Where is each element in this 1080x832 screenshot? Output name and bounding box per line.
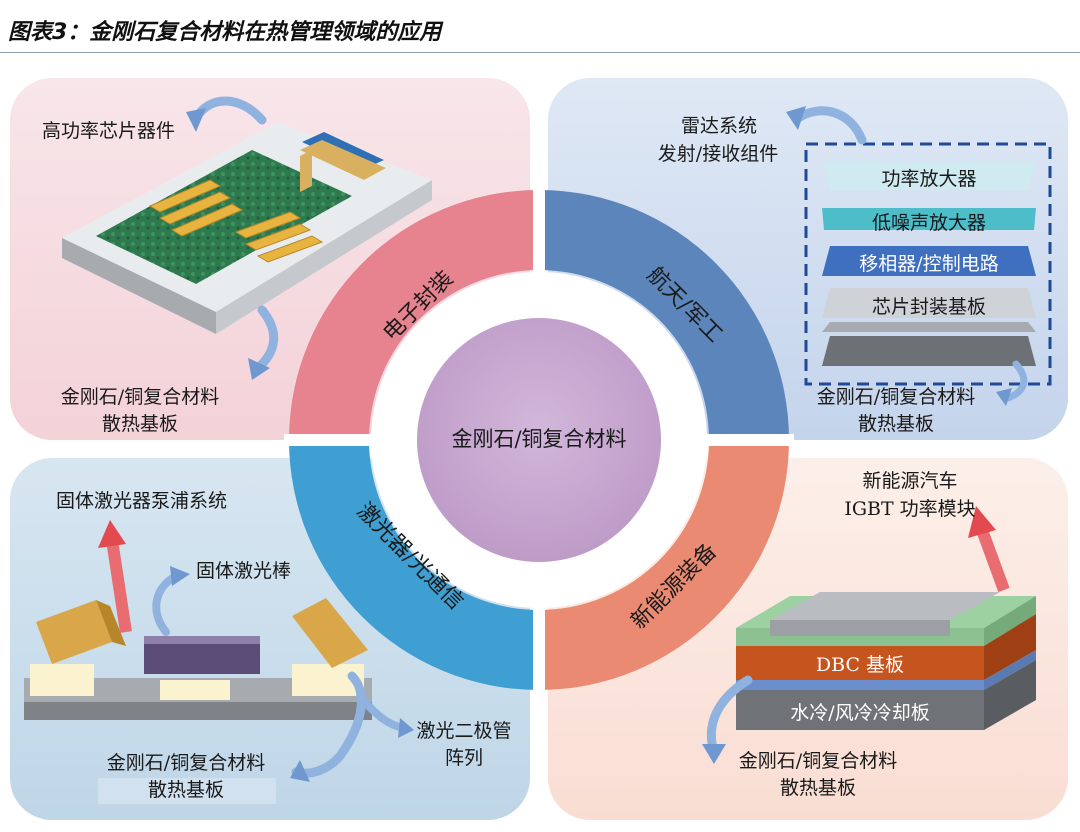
center-label: 金刚石/铜复合材料 [451,427,627,451]
chip-device-illustration [62,122,432,334]
arrow-head [996,388,1012,406]
layer-power-amplifier: 功率放大器 [881,168,977,190]
laser-rod-label: 固体激光棒 [196,560,292,582]
laser-diode-line1: 激光二极管 [416,720,512,742]
pump-arrow-head [98,520,126,548]
layer-chip-package-substrate: 芯片封装基板 [871,296,986,318]
arrow-head [170,566,190,586]
pump-system-label: 固体激光器泵浦系统 [56,490,228,512]
ring-sector-new-energy [539,440,789,690]
electronic-substrate-line1: 金刚石/铜复合材料 [60,386,220,408]
arrow-head [398,718,414,738]
arrow-to-aero-substrate [1004,360,1028,402]
aero-substrate-line2: 散热基板 [857,413,934,435]
aero-substrate-line1: 金刚石/铜复合材料 [816,386,976,408]
arrow-head [290,760,310,782]
igbt-arrow-shaft [976,527,1010,593]
ring-sector-laser [289,440,539,690]
ring-gap-left [284,434,376,446]
radar-module-outline [804,142,1052,386]
arrow-to-rod-label [152,572,180,636]
ev-label: 新能源汽车 [862,470,958,492]
arrow-head [186,108,206,132]
dbc-substrate-label: DBC 基板 [815,654,905,676]
igbt-label: IGBT 功率模块 [844,498,976,520]
layer-low-noise-amplifier: 低噪声放大器 [871,212,986,234]
laser-diode-line2: 阵列 [444,747,483,769]
ne-substrate-line1: 金刚石/铜复合材料 [738,750,898,772]
laser-substrate-line2: 散热基板 [147,779,224,801]
center-disc [417,318,661,562]
igbt-arrow-head [968,506,996,538]
arrow-head [786,106,806,130]
cooling-plate-label: 水冷/风冷冷却板 [790,702,930,724]
title-rule [0,52,1080,53]
layer-phase-shifter: 移相器/控制电路 [859,253,999,275]
ne-substrate-line2: 散热基板 [779,777,856,799]
arrow-head [248,358,270,380]
laser-substrate-line1: 金刚石/铜复合材料 [106,752,266,774]
ring-sector-electronic [289,190,539,440]
pump-arrow-shaft [106,539,132,633]
arrow-to-substrate-label [253,305,279,373]
igbt-illustration [736,592,1036,730]
radar-system-label: 雷达系统 [680,115,757,137]
electronic-substrate-line2: 散热基板 [101,413,178,435]
ring-gap-top [533,186,545,278]
ring-sector-aerospace [539,190,789,440]
arrow-to-laser-substrate [291,671,366,778]
radar-component-label: 发射/接收组件 [657,143,779,165]
arrow-to-radar-label [793,106,867,145]
arrow-head [702,744,726,764]
chip-device-label: 高功率芯片器件 [42,120,176,142]
radar-layer-stack [822,162,1036,366]
ring-gap-bottom [533,602,545,694]
laser-label-backdrop [98,778,276,804]
figure-title: 图表3：金刚石复合材料在热管理领域的应用 [8,20,442,45]
ring-gap-right [702,434,794,446]
